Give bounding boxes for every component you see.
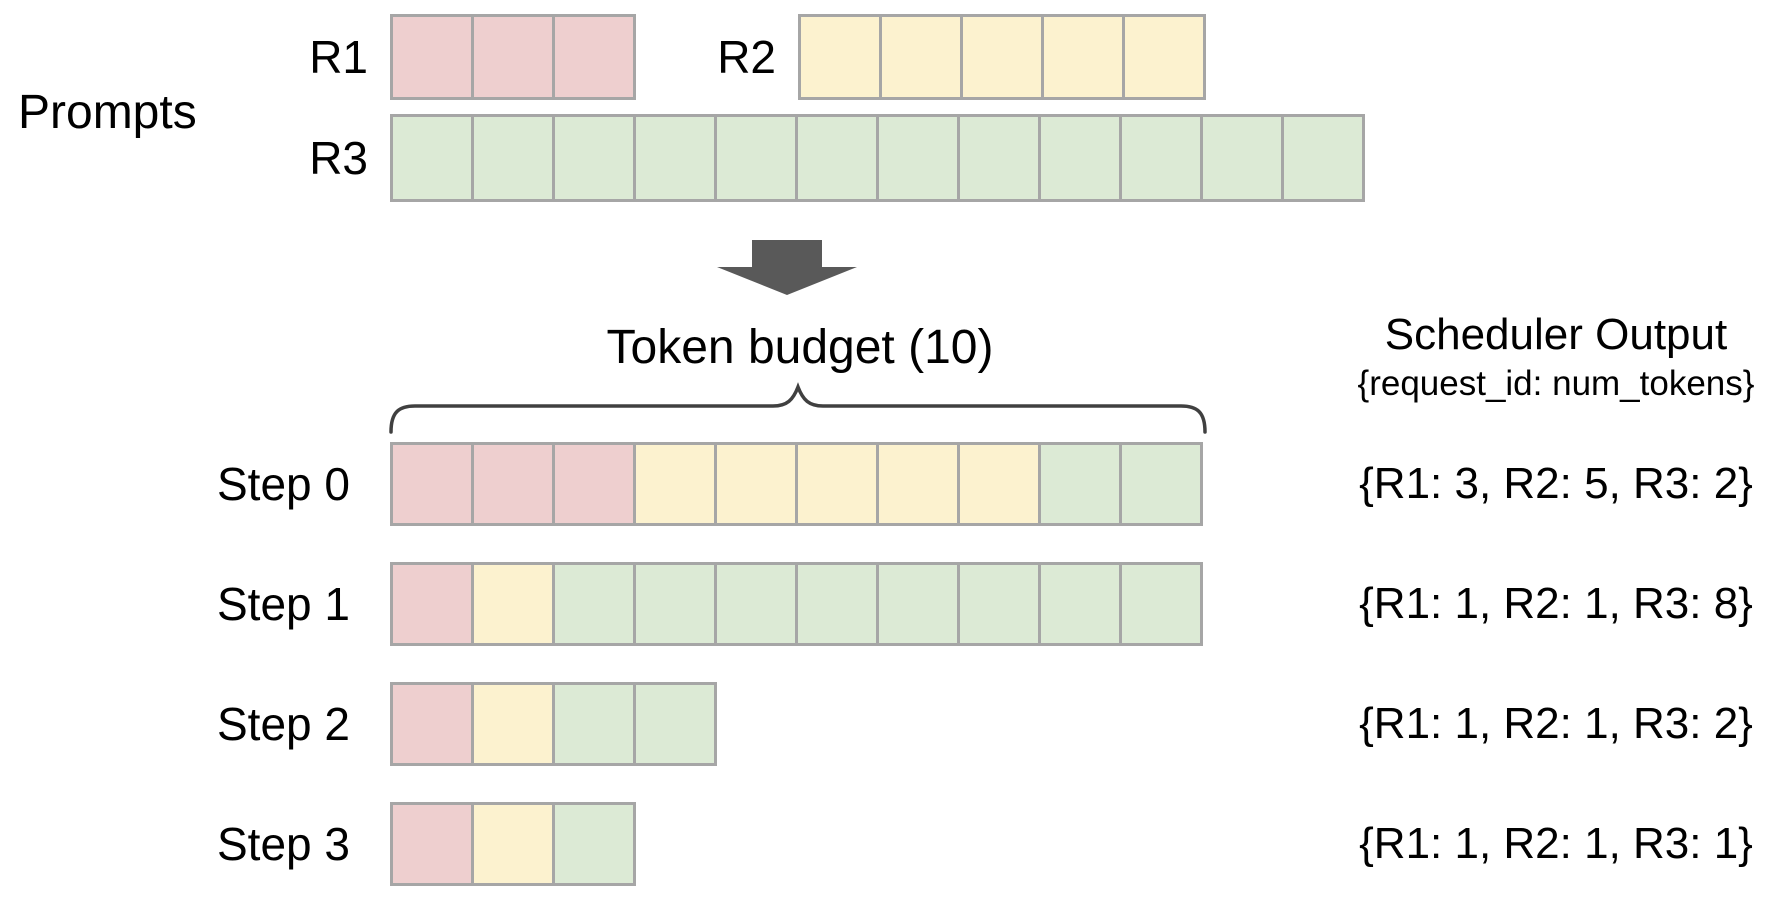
step-label-0: Step 0 — [217, 458, 350, 510]
scheduler-output-subtitle: {request_id: num_tokens} — [1357, 364, 1755, 403]
token-cell-r2 — [1044, 17, 1122, 97]
prompt-row-r3 — [390, 114, 1365, 202]
prompts-section-label: Prompts — [18, 85, 197, 139]
step-output-3: {R1: 1, R2: 1, R3: 1} — [1359, 819, 1753, 868]
step-row-0 — [390, 442, 1203, 526]
token-cell-r2 — [882, 17, 960, 97]
token-cell-r3 — [555, 565, 633, 643]
token-cell-r3 — [1041, 117, 1119, 199]
token-cell-r3 — [555, 805, 633, 883]
token-cell-r3 — [960, 565, 1038, 643]
prompt-row-label-r3: R3 — [309, 132, 368, 184]
token-cell-r3 — [879, 117, 957, 199]
token-cell-r2 — [474, 565, 552, 643]
token-cell-r3 — [555, 117, 633, 199]
token-cell-r3 — [1122, 117, 1200, 199]
step-row-1 — [390, 562, 1203, 646]
prompt-row-label-r2: R2 — [717, 31, 776, 83]
token-cell-r2 — [474, 685, 552, 763]
token-budget-label: Token budget (10) — [606, 321, 994, 374]
token-cell-r3 — [798, 117, 876, 199]
token-cell-r1 — [393, 17, 471, 97]
step-output-0: {R1: 3, R2: 5, R3: 2} — [1359, 459, 1753, 508]
token-cell-r2 — [636, 445, 714, 523]
step-output-2: {R1: 1, R2: 1, R3: 2} — [1359, 699, 1753, 748]
prompt-row-label-r1: R1 — [309, 31, 368, 83]
token-cell-r2 — [960, 445, 1038, 523]
token-cell-r2 — [1125, 17, 1203, 97]
token-cell-r1 — [474, 445, 552, 523]
token-cell-r3 — [879, 565, 957, 643]
token-cell-r3 — [1122, 445, 1200, 523]
token-cell-r3 — [1203, 117, 1281, 199]
token-cell-r3 — [1041, 445, 1119, 523]
step-output-1: {R1: 1, R2: 1, R3: 8} — [1359, 579, 1753, 628]
token-cell-r2 — [717, 445, 795, 523]
token-cell-r1 — [393, 685, 471, 763]
token-cell-r2 — [474, 805, 552, 883]
token-cell-r3 — [960, 117, 1038, 199]
arrow-down-icon — [752, 240, 822, 268]
token-cell-r2 — [963, 17, 1041, 97]
token-cell-r3 — [717, 565, 795, 643]
token-cell-r3 — [1041, 565, 1119, 643]
token-cell-r1 — [393, 565, 471, 643]
prompt-row-r1 — [390, 14, 636, 100]
token-cell-r3 — [474, 117, 552, 199]
token-cell-r3 — [1122, 565, 1200, 643]
token-cell-r2 — [879, 445, 957, 523]
token-cell-r1 — [393, 445, 471, 523]
step-label-2: Step 2 — [217, 698, 350, 750]
step-row-2 — [390, 682, 717, 766]
token-cell-r3 — [798, 565, 876, 643]
scheduler-output-title: Scheduler Output — [1384, 310, 1728, 359]
token-cell-r1 — [555, 445, 633, 523]
arrow-down-icon — [717, 267, 857, 295]
token-cell-r3 — [393, 117, 471, 199]
token-cell-r3 — [636, 685, 714, 763]
brace-icon — [389, 382, 1207, 434]
token-cell-r2 — [801, 17, 879, 97]
prompt-row-r2 — [798, 14, 1206, 100]
token-cell-r1 — [555, 17, 633, 97]
token-cell-r2 — [798, 445, 876, 523]
token-cell-r3 — [555, 685, 633, 763]
token-cell-r3 — [1284, 117, 1362, 199]
token-cell-r3 — [636, 117, 714, 199]
token-cell-r1 — [393, 805, 471, 883]
step-label-3: Step 3 — [217, 818, 350, 870]
token-cell-r3 — [636, 565, 714, 643]
step-row-3 — [390, 802, 636, 886]
token-cell-r1 — [474, 17, 552, 97]
step-label-1: Step 1 — [217, 578, 350, 630]
token-cell-r3 — [717, 117, 795, 199]
